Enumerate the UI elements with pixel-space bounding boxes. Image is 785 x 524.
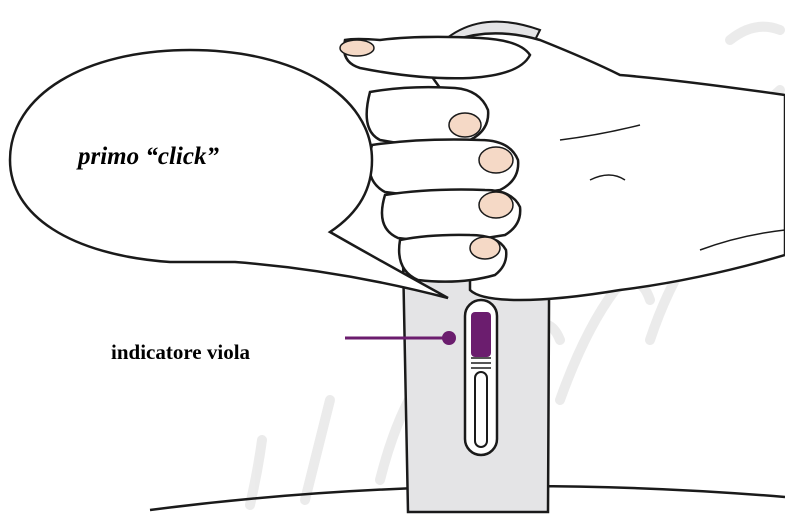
indicator-label: indicatore viola <box>111 340 251 364</box>
thumb <box>342 35 532 80</box>
finger-2-nail <box>478 146 514 174</box>
finger-4-nail <box>469 236 501 260</box>
inner-slot <box>474 371 488 448</box>
hand-wrist <box>418 32 785 302</box>
thumb-nail <box>339 39 375 57</box>
finger-1-nail <box>448 112 482 138</box>
hand-creases <box>559 124 785 251</box>
callout-text: primo “click” <box>78 143 219 170</box>
finger-3-nail <box>478 191 514 219</box>
indicator-ridges <box>471 357 491 369</box>
speech-balloon <box>8 48 449 300</box>
indicator-pointer-dot <box>442 331 456 345</box>
purple-indicator <box>471 312 491 357</box>
